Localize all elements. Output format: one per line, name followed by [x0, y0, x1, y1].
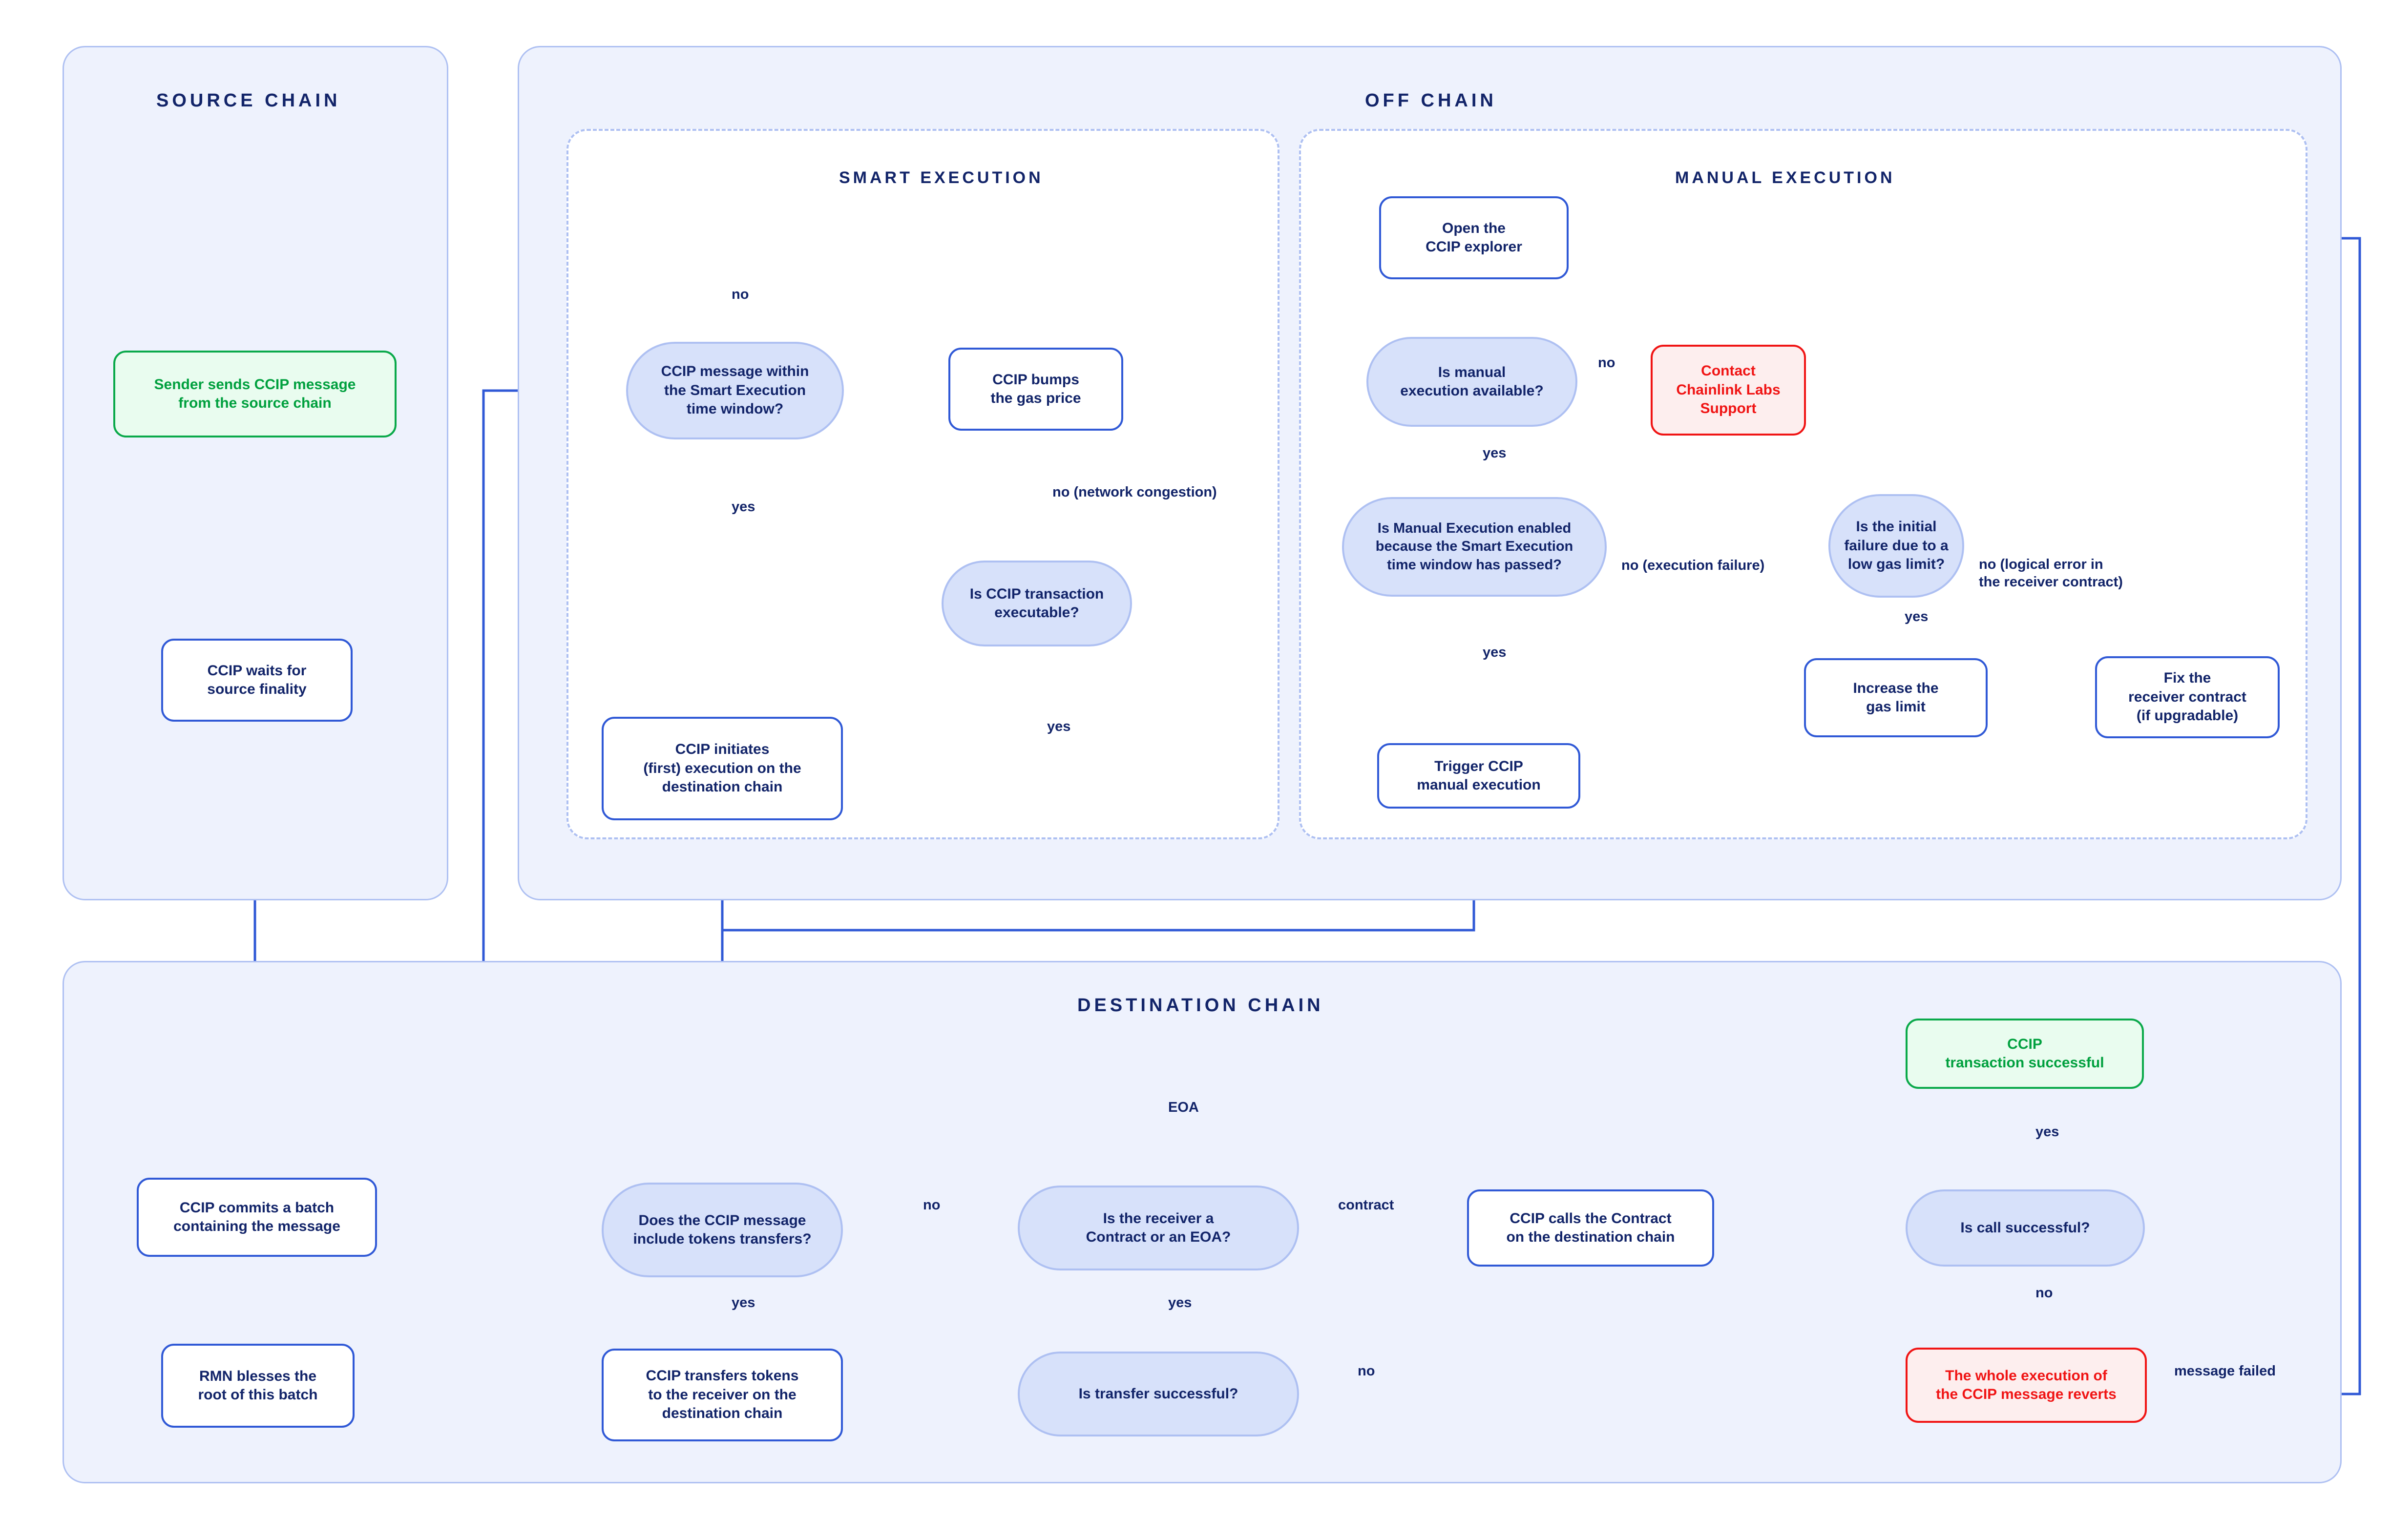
node-transfer-success[interactable]: Is transfer successful? [1018, 1352, 1299, 1436]
node-contact-support[interactable]: Contact Chainlink Labs Support [1651, 345, 1806, 436]
node-open-explorer[interactable]: Open the CCIP explorer [1379, 196, 1569, 279]
edge-label-manual-available-yes: yes [1483, 445, 1507, 461]
node-bumps-gas[interactable]: CCIP bumps the gas price [948, 348, 1123, 431]
edge-label-include-tokens-yes: yes [732, 1295, 755, 1311]
node-transfers-tokens[interactable]: CCIP transfers tokens to the receiver on… [602, 1349, 843, 1441]
node-initiates-exec[interactable]: CCIP initiates (first) execution on the … [602, 717, 843, 820]
edge-label-initial-failure-yes: yes [1905, 609, 1929, 624]
edge-label-manual-available-no: no [1598, 355, 1615, 371]
edge-label-executable-no: no (network congestion) [1052, 484, 1217, 500]
node-calls-contract[interactable]: CCIP calls the Contract on the destinati… [1467, 1189, 1714, 1267]
subzone-manual-execution-title: MANUAL EXECUTION [1675, 168, 1895, 187]
edge-label-receiver-eoa: EOA [1168, 1100, 1199, 1115]
edge-label-within-window-no: no [732, 287, 749, 302]
zone-off-chain-title: OFF CHAIN [1365, 90, 1497, 111]
node-is-executable[interactable]: Is CCIP transaction executable? [942, 561, 1132, 646]
node-call-success[interactable]: Is call successful? [1906, 1189, 2145, 1267]
node-initial-failure[interactable]: Is the initial failure due to a low gas … [1828, 494, 1964, 598]
edge-label-call-success-no: no [2035, 1285, 2053, 1301]
edge-label-transfer-success-no: no [1358, 1363, 1375, 1379]
edge-label-manual-enabled-no: no (execution failure) [1621, 558, 1765, 573]
node-commits-batch[interactable]: CCIP commits a batch containing the mess… [137, 1178, 377, 1257]
node-manual-available[interactable]: Is manual execution available? [1366, 337, 1577, 427]
edge-label-include-tokens-no: no [923, 1197, 941, 1213]
node-tx-successful[interactable]: CCIP transaction successful [1906, 1019, 2144, 1089]
edge-label-executable-yes: yes [1047, 719, 1071, 734]
node-trigger-manual[interactable]: Trigger CCIP manual execution [1377, 743, 1580, 809]
node-include-tokens[interactable]: Does the CCIP message include tokens tra… [602, 1183, 843, 1277]
node-within-window[interactable]: CCIP message within the Smart Execution … [626, 342, 844, 439]
subzone-smart-execution-title: SMART EXECUTION [839, 168, 1044, 187]
node-fix-receiver[interactable]: Fix the receiver contract (if upgradable… [2095, 656, 2280, 738]
node-sender-sends[interactable]: Sender sends CCIP message from the sourc… [113, 351, 397, 437]
zone-destination-chain-title: DESTINATION CHAIN [1077, 995, 1324, 1016]
edge-label-initial-failure-no: no (logical error in the receiver contra… [1979, 557, 2123, 590]
node-manual-enabled[interactable]: Is Manual Execution enabled because the … [1342, 497, 1607, 597]
edge-label-transfer-success-yes: yes [1168, 1295, 1192, 1311]
node-rmn-blesses[interactable]: RMN blesses the root of this batch [161, 1344, 355, 1428]
edge-label-message-failed: message failed [2174, 1363, 2276, 1379]
node-waits-finality[interactable]: CCIP waits for source finality [161, 639, 353, 722]
node-receiver-type[interactable]: Is the receiver a Contract or an EOA? [1018, 1186, 1299, 1270]
edge-label-call-success-yes: yes [2035, 1124, 2059, 1140]
zone-source-chain [63, 46, 448, 900]
edge-label-receiver-contract: contract [1338, 1197, 1394, 1213]
node-reverts[interactable]: The whole execution of the CCIP message … [1906, 1348, 2147, 1423]
node-increase-gas[interactable]: Increase the gas limit [1804, 658, 1988, 737]
edge-label-manual-enabled-yes: yes [1483, 645, 1507, 660]
edge-label-within-window-yes: yes [732, 499, 755, 515]
zone-source-chain-title: SOURCE CHAIN [156, 90, 341, 111]
